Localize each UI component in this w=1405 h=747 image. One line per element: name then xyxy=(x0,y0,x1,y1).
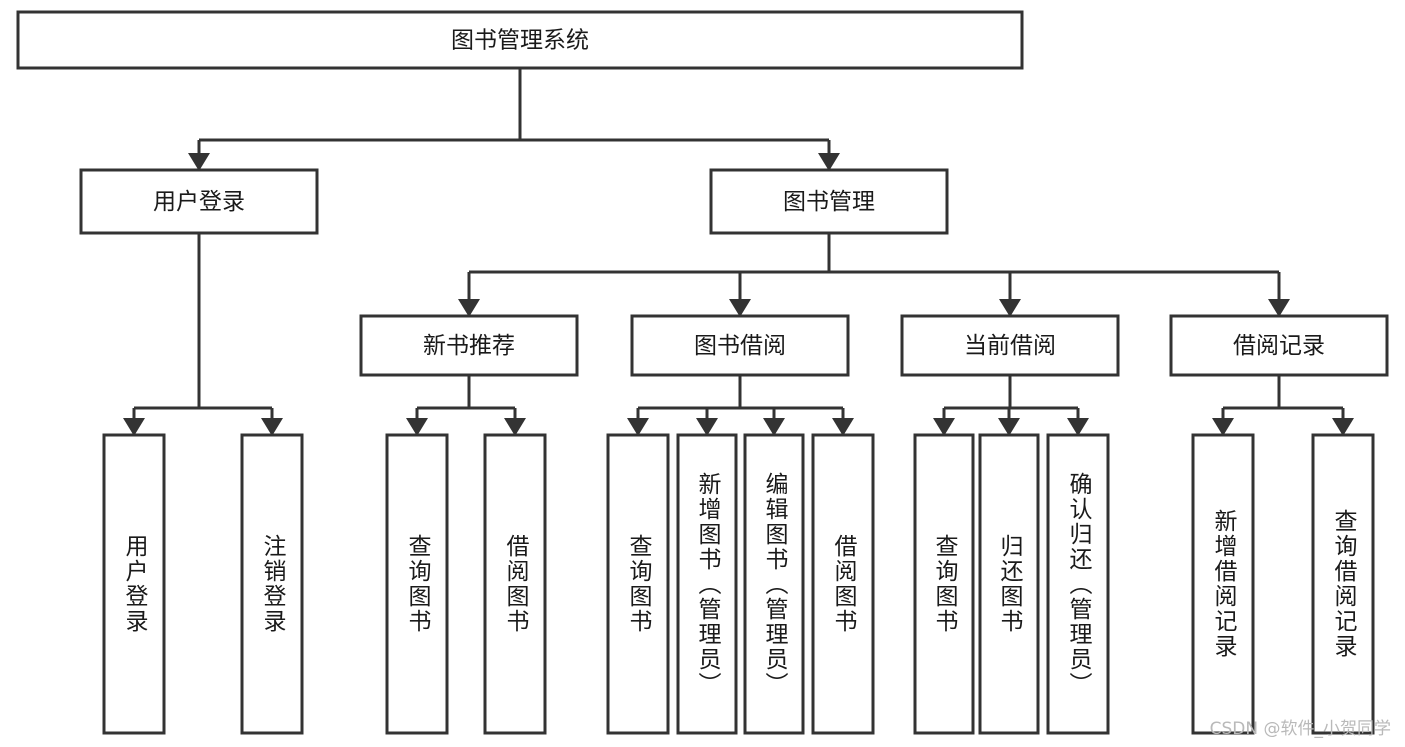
node-box-leaf-query-book-rec[interactable] xyxy=(385,433,449,735)
arrow-head-icon-leaf-return-book xyxy=(998,418,1020,436)
arrow-head-icon-leaf-user-login xyxy=(123,418,145,436)
arrow-head-icon-book-manage xyxy=(818,153,840,171)
arrow-head-icon-leaf-borrow-book xyxy=(832,418,854,436)
node-box-leaf-return-book[interactable] xyxy=(978,433,1040,735)
arrow-head-icon-leaf-user-logout xyxy=(261,418,283,436)
node-box-leaf-borrow-book-rec[interactable] xyxy=(483,433,547,735)
arrow-head-icon-borrow-record xyxy=(1268,299,1290,317)
node-box-book-borrow[interactable] xyxy=(630,314,850,377)
node-label-user-login: 用户登录 xyxy=(153,189,245,215)
arrow-head-icon-leaf-borrow-book-rec xyxy=(504,418,526,436)
arrow-head-icon-new-book-rec xyxy=(458,299,480,317)
node-box-leaf-add-record[interactable] xyxy=(1191,433,1255,735)
arrow-head-icon-current-borrow xyxy=(999,299,1021,317)
node-box-user-login[interactable] xyxy=(79,168,319,235)
csdn-watermark: CSDN @软件_小贺同学 xyxy=(1209,719,1391,739)
node-label-current-borrow: 当前借阅 xyxy=(964,333,1056,359)
node-label-new-book-rec: 新书推荐 xyxy=(423,333,515,359)
arrow-head-icon-leaf-query-record xyxy=(1332,418,1354,436)
node-box-current-borrow[interactable] xyxy=(900,314,1120,377)
node-box-leaf-user-login[interactable] xyxy=(102,433,166,735)
node-box-root[interactable] xyxy=(16,10,1024,70)
arrow-head-icon-leaf-confirm-return xyxy=(1067,418,1089,436)
node-label-book-borrow: 图书借阅 xyxy=(694,333,786,359)
node-box-leaf-query-book-borrow[interactable] xyxy=(606,433,670,735)
node-box-borrow-record[interactable] xyxy=(1169,314,1389,377)
node-box-book-manage[interactable] xyxy=(709,168,949,235)
node-box-leaf-user-logout[interactable] xyxy=(240,433,304,735)
node-box-leaf-query-book-cur[interactable] xyxy=(913,433,975,735)
arrow-head-icon-leaf-query-book-cur xyxy=(933,418,955,436)
node-box-leaf-edit-book[interactable] xyxy=(743,433,805,735)
arrow-head-icon-leaf-query-book-borrow xyxy=(627,418,649,436)
arrow-head-icon-book-borrow xyxy=(729,299,751,317)
node-label-borrow-record: 借阅记录 xyxy=(1233,333,1325,359)
arrow-head-icon-leaf-query-book-rec xyxy=(406,418,428,436)
arrow-head-icon-user-login xyxy=(188,153,210,171)
node-label-book-manage: 图书管理 xyxy=(783,189,875,215)
node-box-leaf-borrow-book[interactable] xyxy=(811,433,875,735)
arrow-head-icon-leaf-add-book xyxy=(696,418,718,436)
arrow-head-icon-leaf-add-record xyxy=(1212,418,1234,436)
node-label-root: 图书管理系统 xyxy=(451,28,589,54)
arrow-head-icon-leaf-edit-book xyxy=(763,418,785,436)
node-box-leaf-confirm-return[interactable] xyxy=(1046,433,1110,735)
node-box-new-book-rec[interactable] xyxy=(359,314,579,377)
node-box-leaf-add-book[interactable] xyxy=(676,433,738,735)
node-box-leaf-query-record[interactable] xyxy=(1311,433,1375,735)
